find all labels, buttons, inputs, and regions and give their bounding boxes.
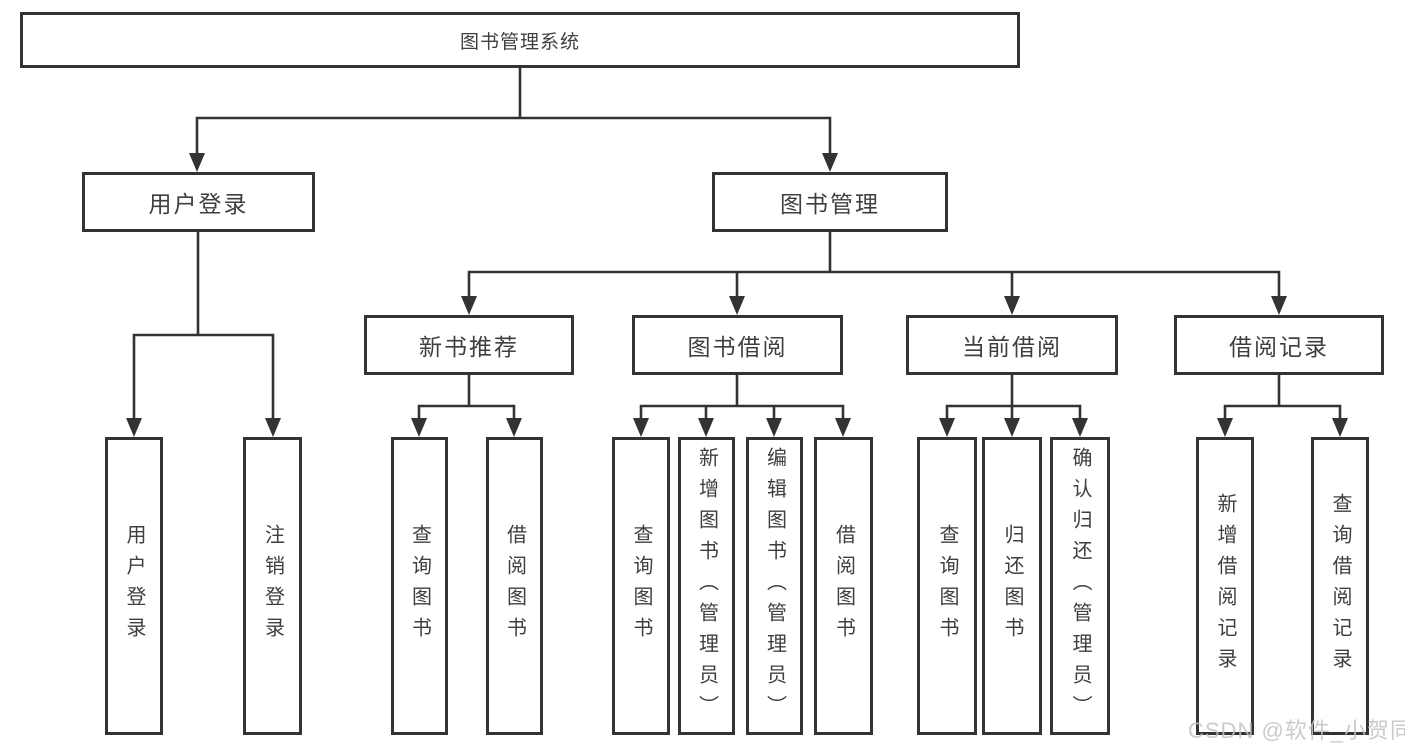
node-label: 新增借阅记录 bbox=[1214, 493, 1236, 679]
node-book-management: 图书管理 bbox=[712, 172, 948, 232]
node-label: 注销登录 bbox=[261, 524, 284, 648]
arrowhead-icon bbox=[461, 296, 477, 315]
arrowhead-icon bbox=[729, 296, 745, 315]
node-label: 当前借阅 bbox=[962, 334, 1062, 360]
node-leaf-borrow-books: 借阅图书 bbox=[814, 437, 873, 735]
node-leaf-return-books: 归还图书 bbox=[982, 437, 1042, 735]
node-book-borrowing: 图书借阅 bbox=[632, 315, 843, 375]
arrowhead-icon bbox=[1072, 418, 1088, 437]
node-borrowing-records: 借阅记录 bbox=[1174, 315, 1384, 375]
node-library-management-system: 图书管理系统 bbox=[20, 12, 1020, 68]
node-label: 借阅记录 bbox=[1229, 334, 1329, 360]
node-leaf-edit-books-admin: 编辑图书（管理员） bbox=[746, 437, 803, 735]
node-current-borrowing: 当前借阅 bbox=[906, 315, 1118, 375]
arrowhead-icon bbox=[1217, 418, 1233, 437]
node-label: 查询图书 bbox=[408, 524, 431, 648]
node-leaf-logout: 注销登录 bbox=[243, 437, 302, 735]
node-label: 用户登录 bbox=[123, 524, 145, 648]
arrowhead-icon bbox=[1004, 296, 1020, 315]
arrowhead-icon bbox=[1271, 296, 1287, 315]
node-label: 借阅图书 bbox=[832, 524, 855, 648]
node-user-login: 用户登录 bbox=[82, 172, 315, 232]
csdn-watermark: CSDN @软件_小贺同学 bbox=[1188, 718, 1405, 743]
arrowhead-icon bbox=[698, 418, 714, 437]
node-label: 查询图书 bbox=[630, 524, 652, 648]
node-label: 用户登录 bbox=[148, 191, 249, 217]
arrowhead-icon bbox=[506, 418, 522, 437]
arrowhead-icon bbox=[189, 153, 205, 172]
node-leaf-user-login: 用户登录 bbox=[105, 437, 163, 735]
node-leaf-add-books-admin: 新增图书（管理员） bbox=[678, 437, 735, 735]
node-leaf-add-borrow-record: 新增借阅记录 bbox=[1196, 437, 1254, 735]
node-label: 图书借阅 bbox=[687, 334, 788, 360]
node-label: 新书推荐 bbox=[419, 334, 519, 360]
node-leaf-query-borrow-record: 查询借阅记录 bbox=[1311, 437, 1369, 735]
node-label: 图书管理 bbox=[780, 191, 880, 217]
node-leaf-confirm-return-admin: 确认归还（管理员） bbox=[1050, 437, 1110, 735]
node-label: 确认归还（管理员） bbox=[1069, 446, 1091, 726]
node-label: 查询借阅记录 bbox=[1329, 493, 1351, 679]
node-new-book-recommendation: 新书推荐 bbox=[364, 315, 574, 375]
node-label: 图书管理系统 bbox=[459, 31, 580, 53]
node-leaf-query-books: 查询图书 bbox=[391, 437, 448, 735]
arrowhead-icon bbox=[411, 418, 427, 437]
arrowhead-icon bbox=[822, 153, 838, 172]
arrowhead-icon bbox=[835, 418, 851, 437]
arrowhead-icon bbox=[126, 418, 142, 437]
arrowhead-icon bbox=[633, 418, 649, 437]
node-label: 归还图书 bbox=[1001, 524, 1023, 648]
arrowhead-icon bbox=[1332, 418, 1348, 437]
node-leaf-query-books: 查询图书 bbox=[917, 437, 977, 735]
arrowhead-icon bbox=[766, 418, 782, 437]
arrowheads-group bbox=[126, 153, 1348, 437]
connector-path bbox=[132, 68, 1342, 422]
node-label: 新增图书（管理员） bbox=[695, 446, 718, 726]
arrowhead-icon bbox=[1004, 418, 1020, 437]
arrowhead-icon bbox=[939, 418, 955, 437]
node-leaf-borrow-books: 借阅图书 bbox=[486, 437, 543, 735]
node-label: 查询图书 bbox=[936, 524, 958, 648]
node-leaf-query-books: 查询图书 bbox=[612, 437, 670, 735]
node-label: 编辑图书（管理员） bbox=[763, 446, 786, 726]
node-label: 借阅图书 bbox=[503, 524, 526, 648]
arrowhead-icon bbox=[265, 418, 281, 437]
